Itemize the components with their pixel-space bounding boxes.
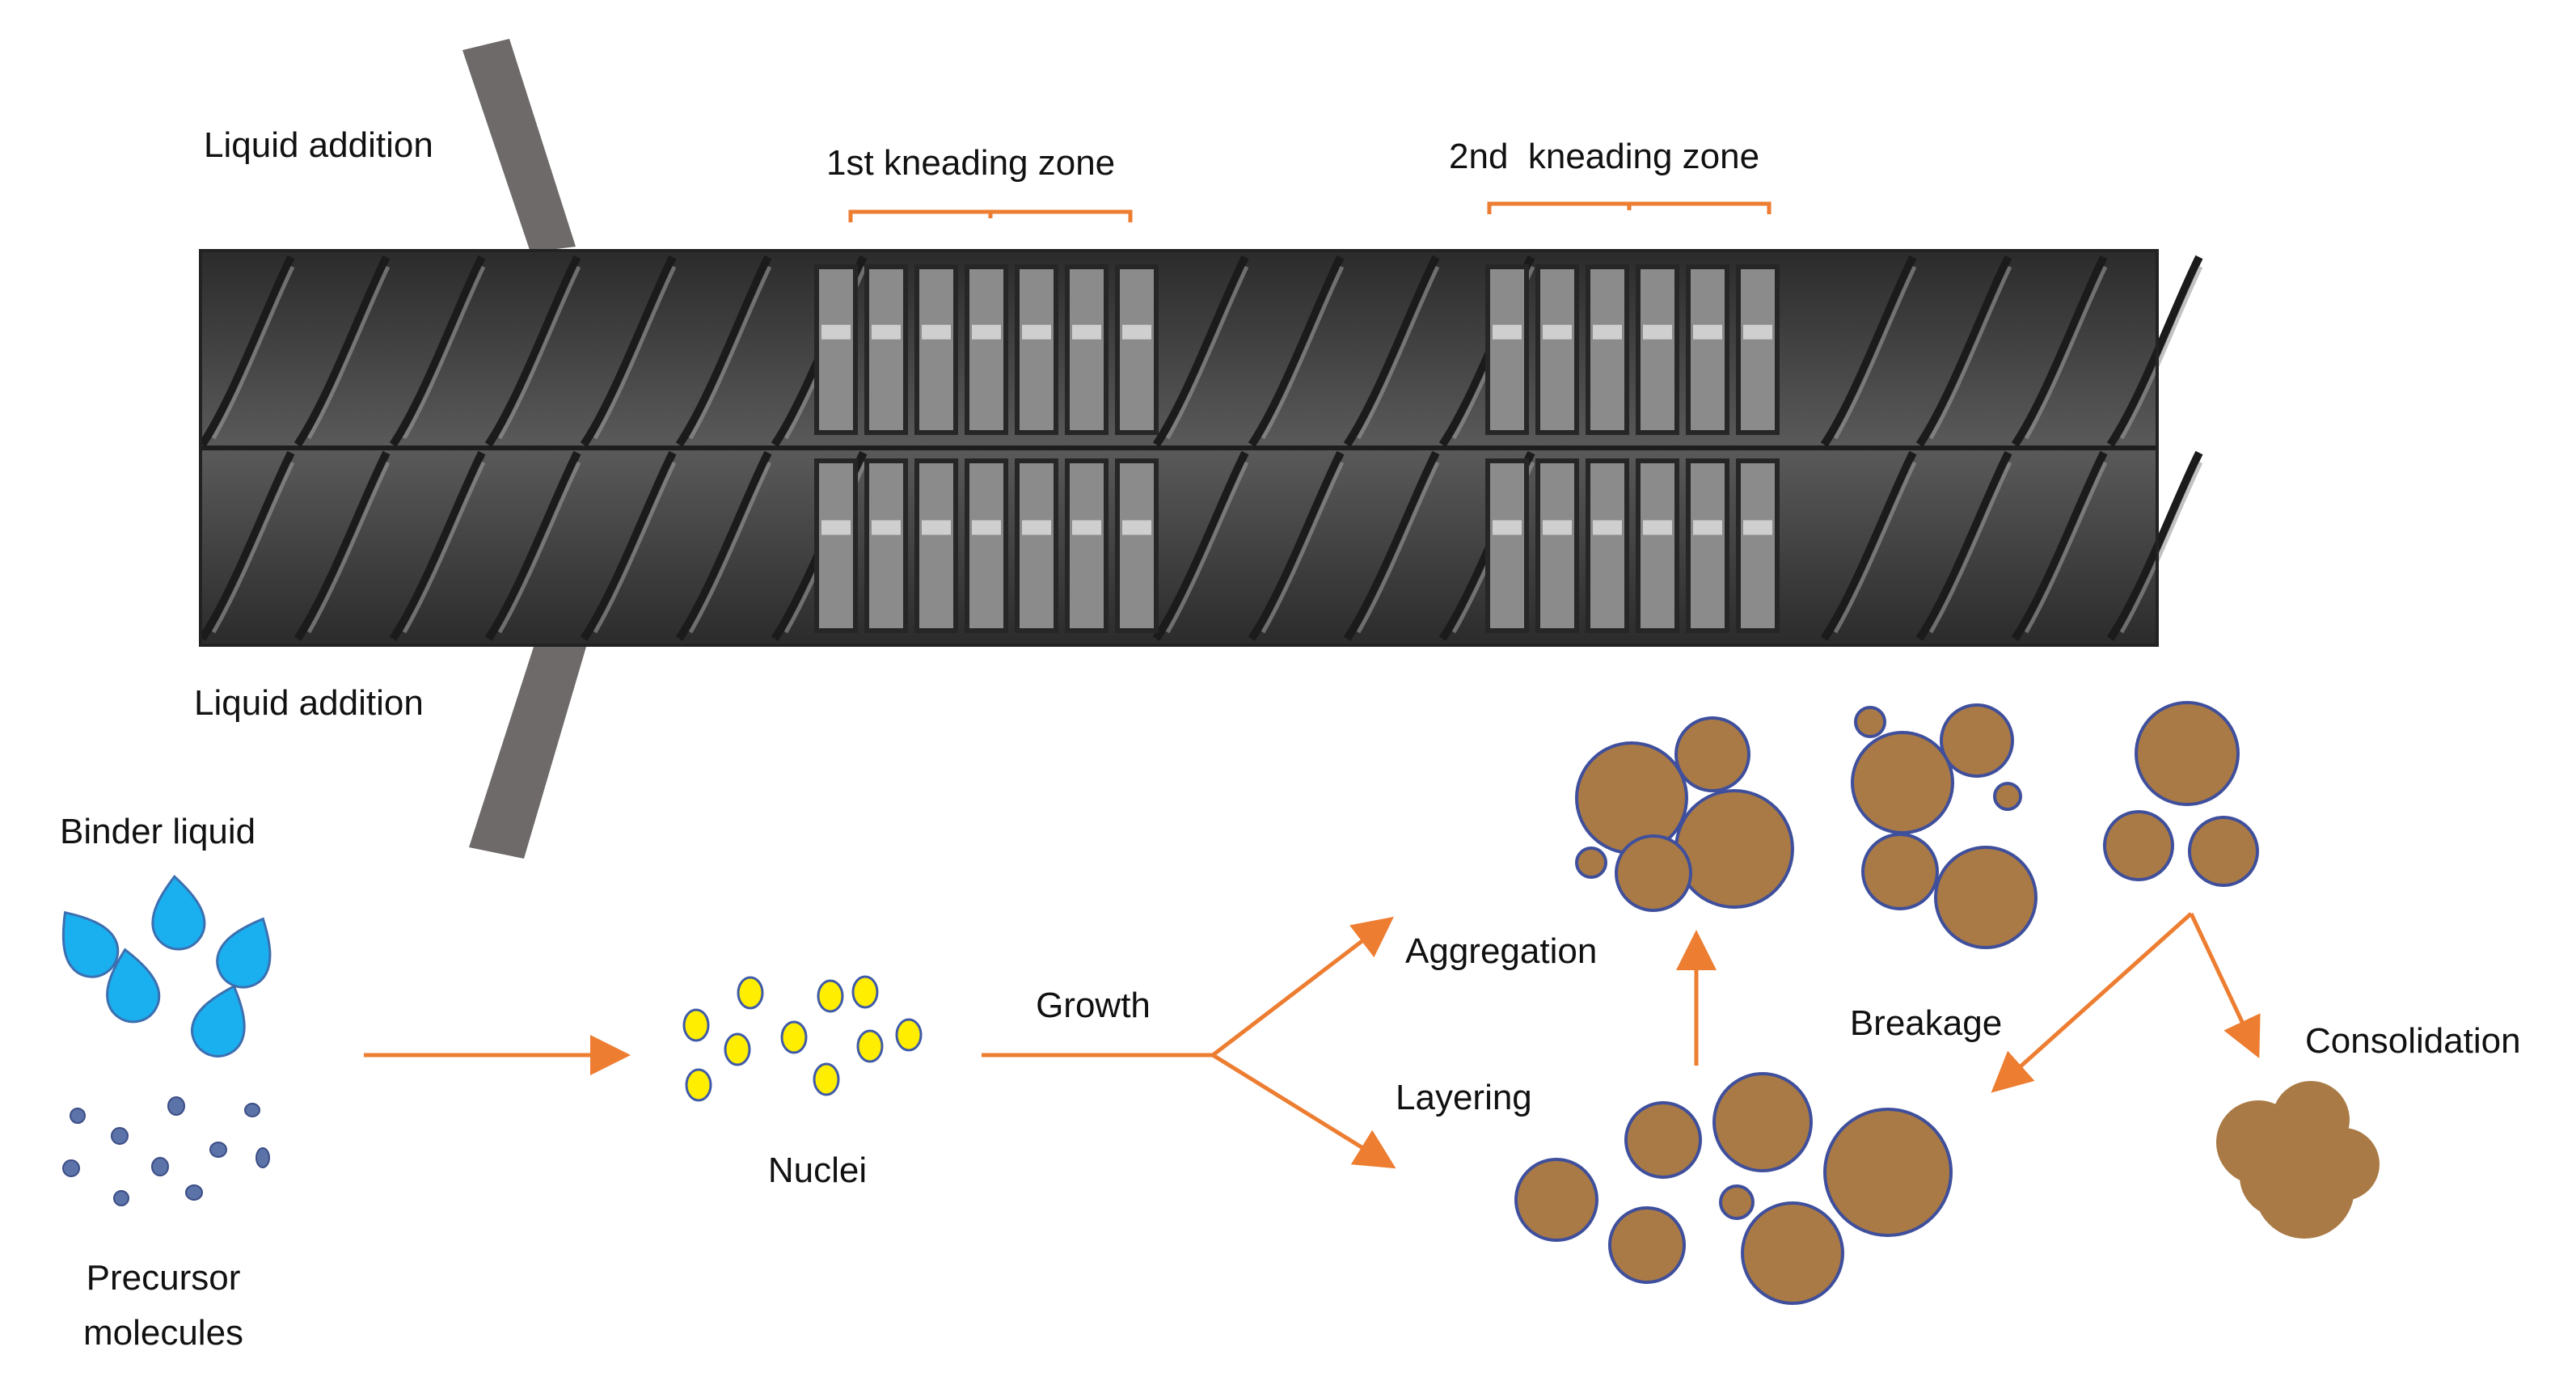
process-arrows — [364, 912, 2261, 1169]
granule-icon — [1712, 1072, 1813, 1172]
molecule-icon — [113, 1190, 129, 1206]
aggregation-label: Aggregation — [1405, 931, 1597, 971]
molecule-icon — [111, 1127, 129, 1145]
nucleus-icon — [685, 1068, 712, 1102]
molecule-icon — [70, 1108, 86, 1124]
granule-icon — [1719, 1184, 1755, 1220]
droplet-icon — [61, 910, 120, 978]
nucleus-icon — [682, 1008, 710, 1042]
liquid-addition-bottom-label: Liquid addition — [194, 683, 424, 723]
granule-icon — [1674, 789, 1794, 909]
molecule-icon — [185, 1184, 203, 1201]
droplet-icon — [151, 874, 206, 951]
nuclei-particles — [682, 975, 923, 1102]
molecule-icon — [244, 1103, 260, 1117]
granule-icon — [1615, 834, 1692, 912]
broken-granules — [2103, 701, 2259, 887]
arrow-breakage — [1991, 912, 2193, 1093]
molecule-icon — [62, 1159, 80, 1177]
granule-icon — [1575, 741, 1688, 855]
droplet-icon — [191, 984, 246, 1058]
kneading-bracket-1 — [848, 209, 1133, 222]
aggregation-granules — [1575, 716, 1794, 912]
precursor-molecules — [62, 1096, 270, 1206]
nucleus-icon — [895, 1018, 923, 1052]
nucleus-icon — [813, 1062, 840, 1096]
droplet-icon — [106, 948, 161, 1024]
arrow-to-layering — [1211, 1053, 1396, 1169]
breakage-source-granules — [1851, 703, 2038, 949]
layering-label: Layering — [1396, 1078, 1532, 1117]
molecule-icon — [167, 1096, 185, 1116]
liquid-addition-top-label: Liquid addition — [204, 125, 433, 165]
molecule-icon — [255, 1147, 270, 1168]
nuclei-label: Nuclei — [768, 1150, 867, 1190]
nucleus-icon — [724, 1032, 751, 1066]
molecule-icon — [209, 1142, 227, 1158]
granule-icon — [1624, 1101, 1702, 1179]
growth-label: Growth — [1036, 986, 1151, 1025]
arrow-to-aggregation — [1211, 916, 1394, 1057]
granule-icon — [1851, 731, 1954, 834]
granule-icon — [1823, 1108, 1953, 1237]
kneading-bracket-2 — [1487, 201, 1772, 214]
nucleus-icon — [817, 979, 844, 1013]
precursor-label-line2: molecules — [83, 1313, 243, 1353]
granule-icon — [1861, 833, 1939, 910]
consolidated-granule — [2216, 1081, 2380, 1239]
granule-icon — [1674, 716, 1750, 792]
layering-granules — [1514, 1072, 1953, 1305]
granule-icon — [2188, 816, 2259, 887]
nucleus-icon — [780, 1020, 808, 1054]
nucleus-icon — [737, 976, 764, 1010]
extruder-screw-image — [198, 249, 2203, 647]
granule-icon — [1575, 846, 1607, 879]
nucleus-icon — [851, 975, 879, 1009]
consolidation-label: Consolidation — [2305, 1021, 2521, 1061]
granule-icon — [1934, 846, 2038, 949]
granule-icon — [1993, 782, 2022, 811]
granule-icon — [1940, 703, 2014, 778]
granule-icon — [1514, 1158, 1598, 1242]
droplet-icon — [216, 917, 272, 989]
binder-droplets — [61, 874, 272, 1058]
kneading-zone-1-label: 1st kneading zone — [826, 143, 1115, 183]
granule-icon — [2135, 701, 2240, 806]
granule-icon — [1741, 1201, 1844, 1305]
nucleus-icon — [856, 1029, 884, 1063]
molecule-icon — [151, 1157, 169, 1176]
granule-icon — [1608, 1206, 1686, 1284]
binder-liquid-label: Binder liquid — [60, 812, 255, 851]
liquid-tube-bottom — [469, 647, 586, 859]
arrow-consolidation — [2189, 912, 2261, 1059]
liquid-tube-top — [462, 39, 576, 252]
kneading-zone-2-label: 2nd kneading zone — [1449, 137, 1759, 176]
breakage-label: Breakage — [1850, 1003, 2002, 1043]
precursor-label-line1: Precursor — [87, 1258, 241, 1298]
granule-icon — [1854, 706, 1886, 738]
granule-icon — [2103, 810, 2174, 881]
